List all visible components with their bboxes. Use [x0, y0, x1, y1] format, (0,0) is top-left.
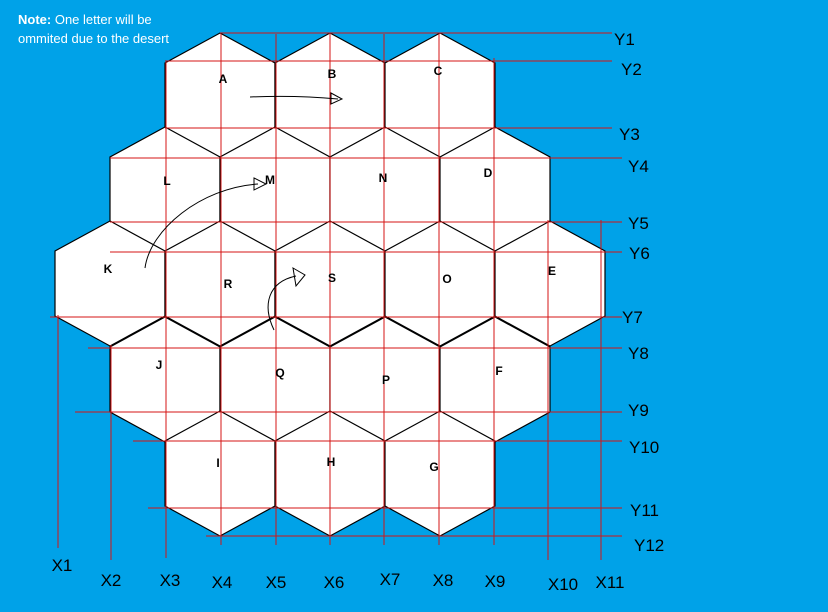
x-grid-lines: [57, 34, 602, 560]
hex-label-a: A: [219, 72, 228, 86]
hex-label-r: R: [224, 277, 233, 291]
hex-label-g: G: [429, 460, 438, 474]
arrowhead-k-to-m: [253, 177, 268, 191]
note-text: Note: One letter will be ommited due to …: [18, 10, 193, 48]
axis-label-y7: Y7: [622, 308, 643, 327]
hex-label-m: M: [265, 173, 275, 187]
axis-label-x6: X6: [324, 573, 345, 592]
hex-label-o: O: [442, 272, 451, 286]
axis-label-y5: Y5: [628, 214, 649, 233]
note-body: One letter will be ommited due to the de…: [18, 12, 170, 46]
hex-label-p: P: [382, 373, 390, 387]
axis-label-y10: Y10: [629, 438, 659, 457]
axis-label-x1: X1: [52, 556, 73, 575]
arrow-k-to-m: [144, 183, 259, 269]
arrows: [144, 92, 344, 331]
arrow-a-to-b: [249, 95, 339, 100]
hex-label-e: E: [548, 264, 556, 278]
axis-label-y6: Y6: [629, 244, 650, 263]
axis-label-y4: Y4: [628, 157, 649, 176]
arrow-q-to-s: [267, 275, 297, 331]
hex-label-b: B: [328, 67, 337, 81]
hex-label-k: K: [104, 262, 113, 276]
axis-label-x3: X3: [160, 571, 181, 590]
axis-label-y8: Y8: [628, 344, 649, 363]
axis-label-y11: Y11: [630, 501, 659, 520]
axis-label-x11: X11: [596, 573, 625, 592]
axis-label-x8: X8: [433, 571, 454, 590]
axis-label-x10: X10: [548, 575, 578, 594]
hex-label-f: F: [495, 364, 502, 378]
hex-label-q: Q: [275, 366, 284, 380]
hex-labels: A B C L M N D K R S O E J Q P F I H G: [104, 64, 556, 474]
hex-label-j: J: [156, 358, 163, 372]
y-grid-lines: [50, 32, 622, 537]
arrowhead-q-to-s: [292, 267, 306, 288]
hex-label-i: I: [216, 456, 219, 470]
hex-label-n: N: [379, 171, 388, 185]
axis-label-x5: X5: [266, 573, 287, 592]
arrowhead-a-to-b: [330, 92, 344, 105]
axis-label-x9: X9: [485, 572, 506, 591]
hex-label-c: C: [434, 64, 443, 78]
axis-label-y1: Y1: [614, 30, 635, 49]
axis-label-x7: X7: [380, 570, 401, 589]
hex-label-s: S: [328, 271, 336, 285]
axis-label-y12: Y12: [634, 536, 664, 555]
hex-label-l: L: [163, 174, 170, 188]
axis-label-y3: Y3: [619, 125, 640, 144]
note-bold: Note:: [18, 12, 52, 27]
axis-label-x4: X4: [212, 573, 233, 592]
hex-label-d: D: [484, 166, 493, 180]
axis-label-y9: Y9: [628, 401, 649, 420]
axis-label-y2: Y2: [621, 60, 642, 79]
axis-label-x2: X2: [101, 571, 122, 590]
hex-label-h: H: [327, 455, 336, 469]
